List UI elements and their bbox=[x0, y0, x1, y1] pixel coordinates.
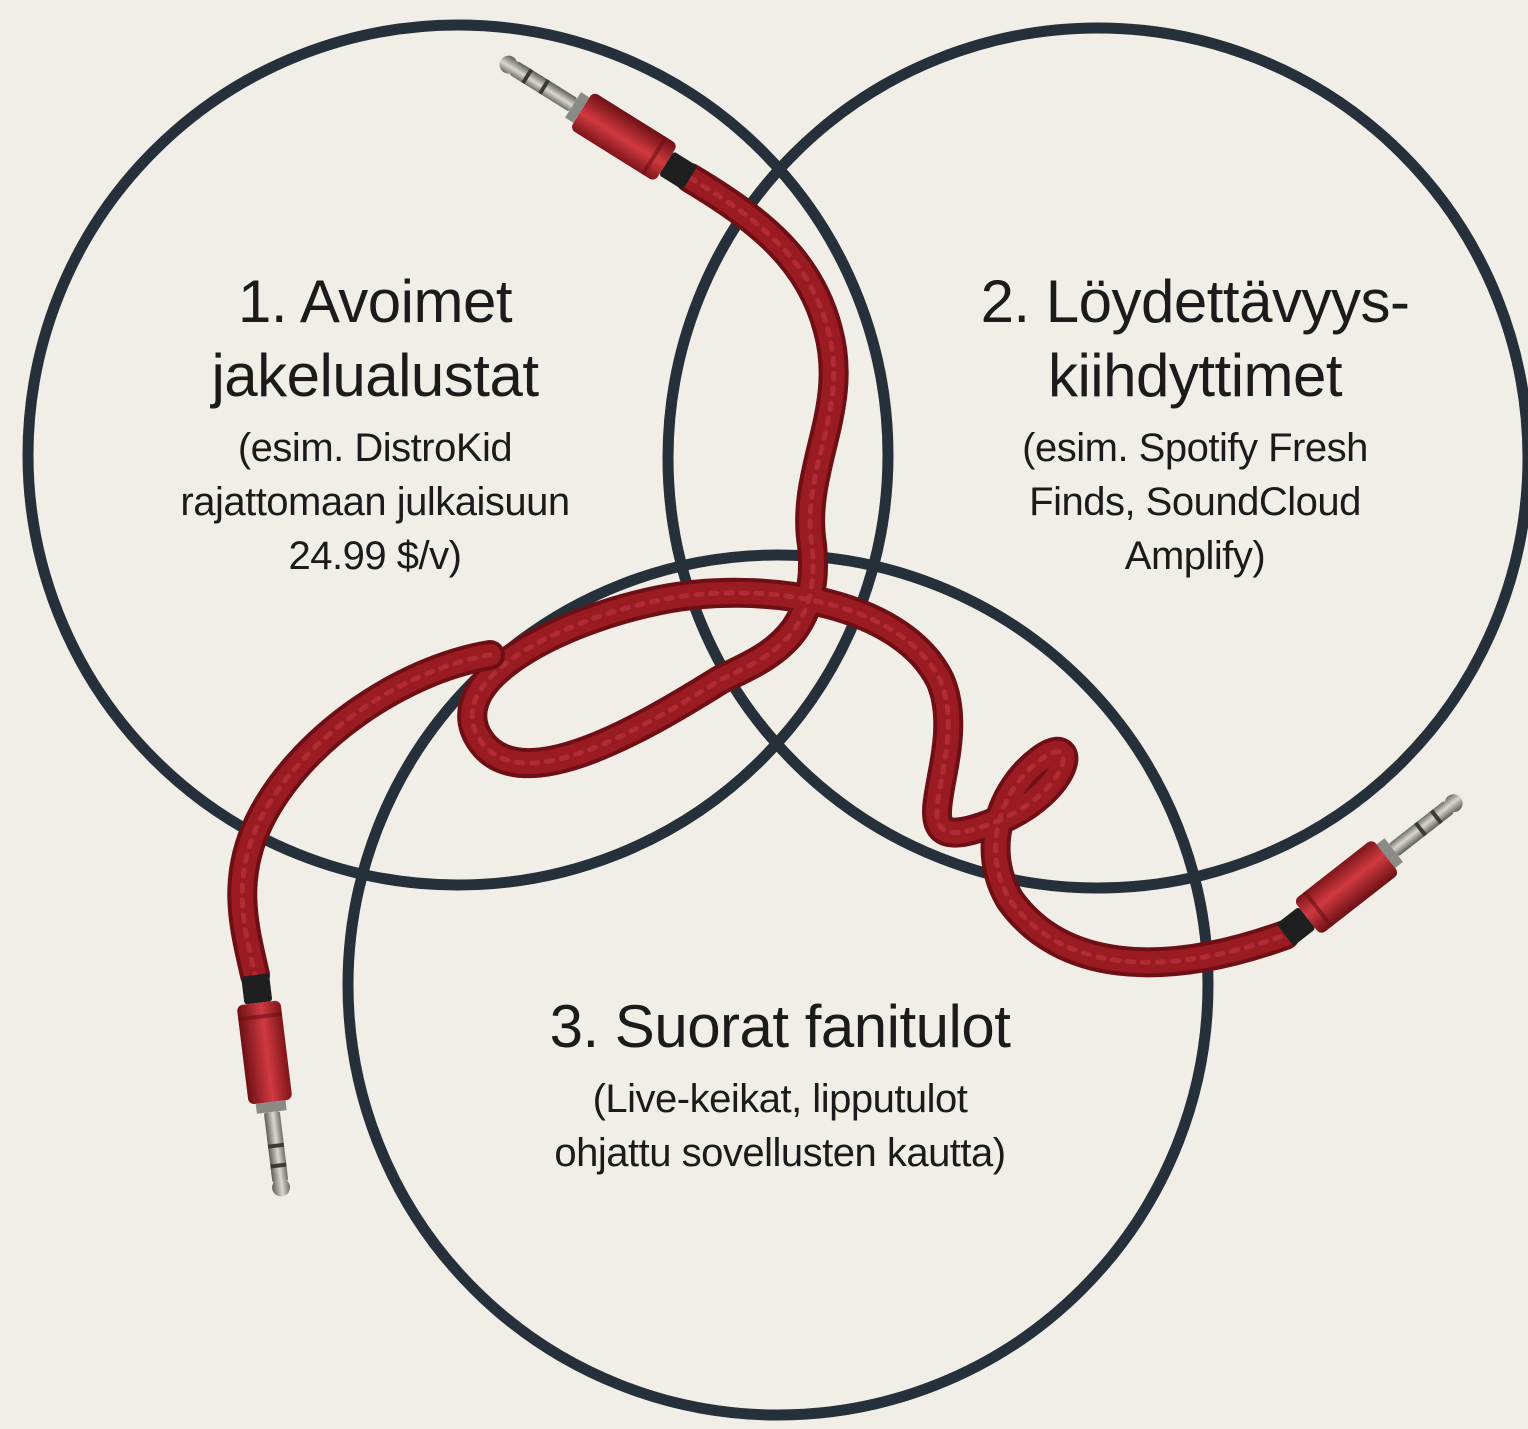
circle-2-desc-line: (esim. Spotify Fresh bbox=[1022, 426, 1368, 470]
circle-2-desc-line: Finds, SoundCloud bbox=[1029, 480, 1361, 524]
circle-2-title: 2. Löydettävyys- kiihdyttimet bbox=[915, 265, 1475, 413]
circle-1-outline bbox=[22, 19, 894, 891]
circle-2-desc-line: Amplify) bbox=[1124, 534, 1266, 578]
jack-plug-icon bbox=[237, 973, 292, 1197]
circle-1-title-line: jakelualustat bbox=[211, 342, 539, 409]
circle-3-description: (Live-keikat, lipputulot ohjattu sovellu… bbox=[440, 1072, 1120, 1180]
audio-cable-icon bbox=[227, 163, 1300, 990]
circle-1-desc-line: 24.99 $/v) bbox=[288, 534, 462, 578]
circle-3-outline bbox=[342, 549, 1214, 1421]
circle-3-label: 3. Suorat fanitulot (Live-keikat, lipput… bbox=[440, 990, 1120, 1180]
circle-3-title: 3. Suorat fanitulot bbox=[440, 990, 1120, 1064]
circle-1-description: (esim. DistroKid rajattomaan julkaisuun … bbox=[105, 421, 645, 583]
circle-2-label: 2. Löydettävyys- kiihdyttimet (esim. Spo… bbox=[915, 265, 1475, 583]
circle-1-desc-line: rajattomaan julkaisuun bbox=[180, 480, 570, 524]
circle-2-outline bbox=[662, 22, 1528, 894]
circle-3-title-line: 3. Suorat fanitulot bbox=[549, 993, 1011, 1060]
circle-2-description: (esim. Spotify Fresh Finds, SoundCloud A… bbox=[915, 421, 1475, 583]
circle-1-label: 1. Avoimet jakelualustat (esim. DistroKi… bbox=[105, 265, 645, 583]
venn-circles bbox=[22, 19, 1528, 1421]
circle-2-title-line: kiihdyttimet bbox=[1047, 342, 1343, 409]
circle-3-desc-line: (Live-keikat, lipputulot bbox=[592, 1077, 968, 1121]
circle-2-title-line: 2. Löydettävyys- bbox=[980, 268, 1410, 335]
jack-plug-icon bbox=[499, 55, 697, 189]
circle-1-title-line: 1. Avoimet bbox=[237, 268, 513, 335]
circle-1-title: 1. Avoimet jakelualustat bbox=[105, 265, 645, 413]
circle-3-desc-line: ohjattu sovellusten kautta) bbox=[554, 1131, 1006, 1175]
jack-plug-icon bbox=[1277, 794, 1463, 945]
circle-1-desc-line: (esim. DistroKid bbox=[237, 426, 513, 470]
